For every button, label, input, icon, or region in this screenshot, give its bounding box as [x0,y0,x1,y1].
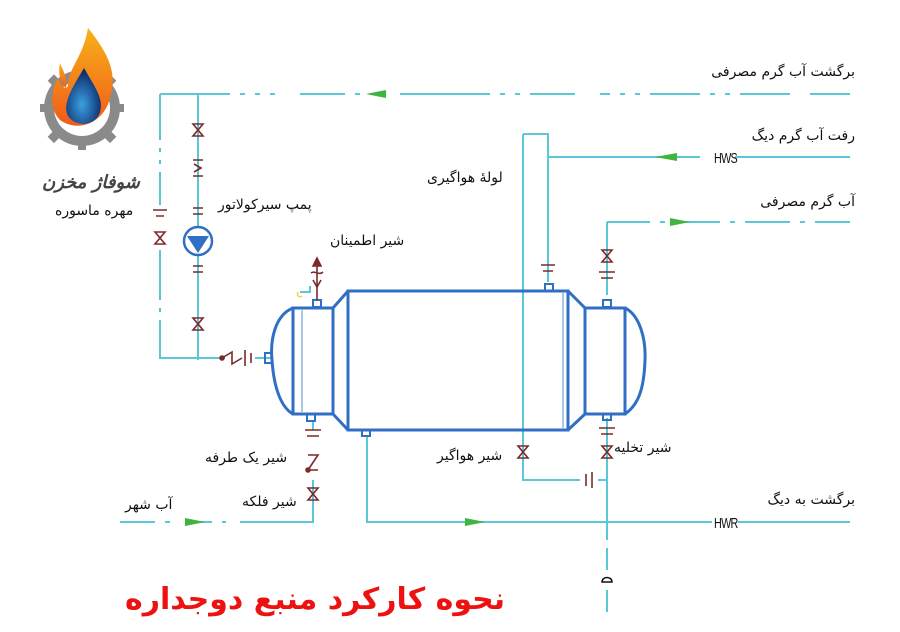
label-circulator-pump: پمپ سیرکولاتور [218,197,312,213]
brand-logo-icon [40,28,124,150]
label-boiler-hot-water-supply: رفت آب گرم دیگ [751,128,855,144]
label-consumer-hot-water: آب گرم مصرفی [760,194,855,210]
code-hwr: HWR [714,515,738,532]
brand-name: شوفاژ مخزن [42,172,140,193]
page-title: نحوه کارکرد منبع دوجداره [125,582,506,617]
label-return-to-boiler: برگشت به دیگ [767,492,856,508]
code-hws: HWS [714,150,738,167]
drain-icon [601,576,613,583]
label-consumer-hot-water-return: برگشت آب گرم مصرفی [711,64,855,80]
label-safety-valve: شیر اطمینان [330,233,405,249]
label-check-valve: شیر یک طرفه [205,450,288,466]
label-city-water: آب شهر [125,497,173,513]
label-union: مهره ماسوره [55,203,134,219]
label-drain-valve: شیر تخلیه [614,440,672,456]
label-gate-valve: شیر فلکه [242,494,297,510]
label-vent-pipe: لولهٔ هواگیری [427,170,503,186]
label-air-vent-valve: شیر هواگیر [437,448,503,464]
